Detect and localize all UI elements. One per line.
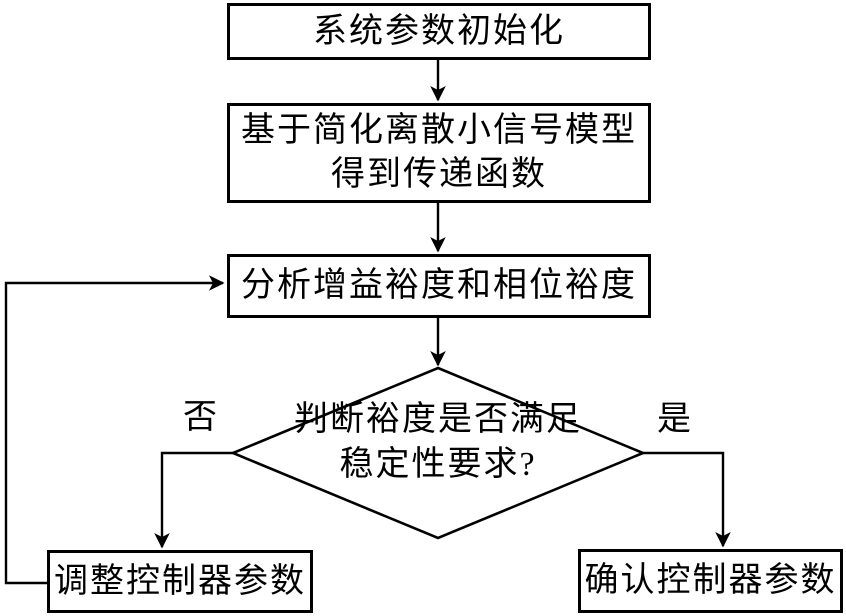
decision-margin-check: 判断裕度是否满足 稳定性要求? xyxy=(238,397,638,487)
node-transfer-function-line2: 得到传递函数 xyxy=(331,156,547,193)
node-adjust-controller-params-label: 调整控制器参数 xyxy=(54,562,306,600)
node-system-init-label: 系统参数初始化 xyxy=(313,12,565,50)
node-analyze-margins-label: 分析增益裕度和相位裕度 xyxy=(241,267,637,304)
branch-label-no: 否 xyxy=(183,399,217,436)
decision-margin-check-line2: 稳定性要求? xyxy=(339,446,537,483)
node-transfer-function-line1: 基于简化离散小信号模型 xyxy=(241,112,637,149)
edge-no-to-adjust xyxy=(154,451,233,549)
node-analyze-margins: 分析增益裕度和相位裕度 xyxy=(227,254,651,318)
node-adjust-controller-params: 调整控制器参数 xyxy=(47,550,313,613)
node-system-init: 系统参数初始化 xyxy=(227,3,651,60)
decision-margin-check-line1: 判断裕度是否满足 xyxy=(294,401,582,438)
decision-diamond-shape xyxy=(229,366,647,540)
node-confirm-controller-params-label: 确认控制器参数 xyxy=(584,562,837,599)
edge-adjust-feedback-to-analyze xyxy=(4,275,225,585)
node-transfer-function: 基于简化离散小信号模型 得到传递函数 xyxy=(227,103,651,203)
edge-yes-to-confirm xyxy=(643,451,731,548)
node-confirm-controller-params: 确认控制器参数 xyxy=(578,549,843,613)
branch-label-yes: 是 xyxy=(657,401,691,438)
